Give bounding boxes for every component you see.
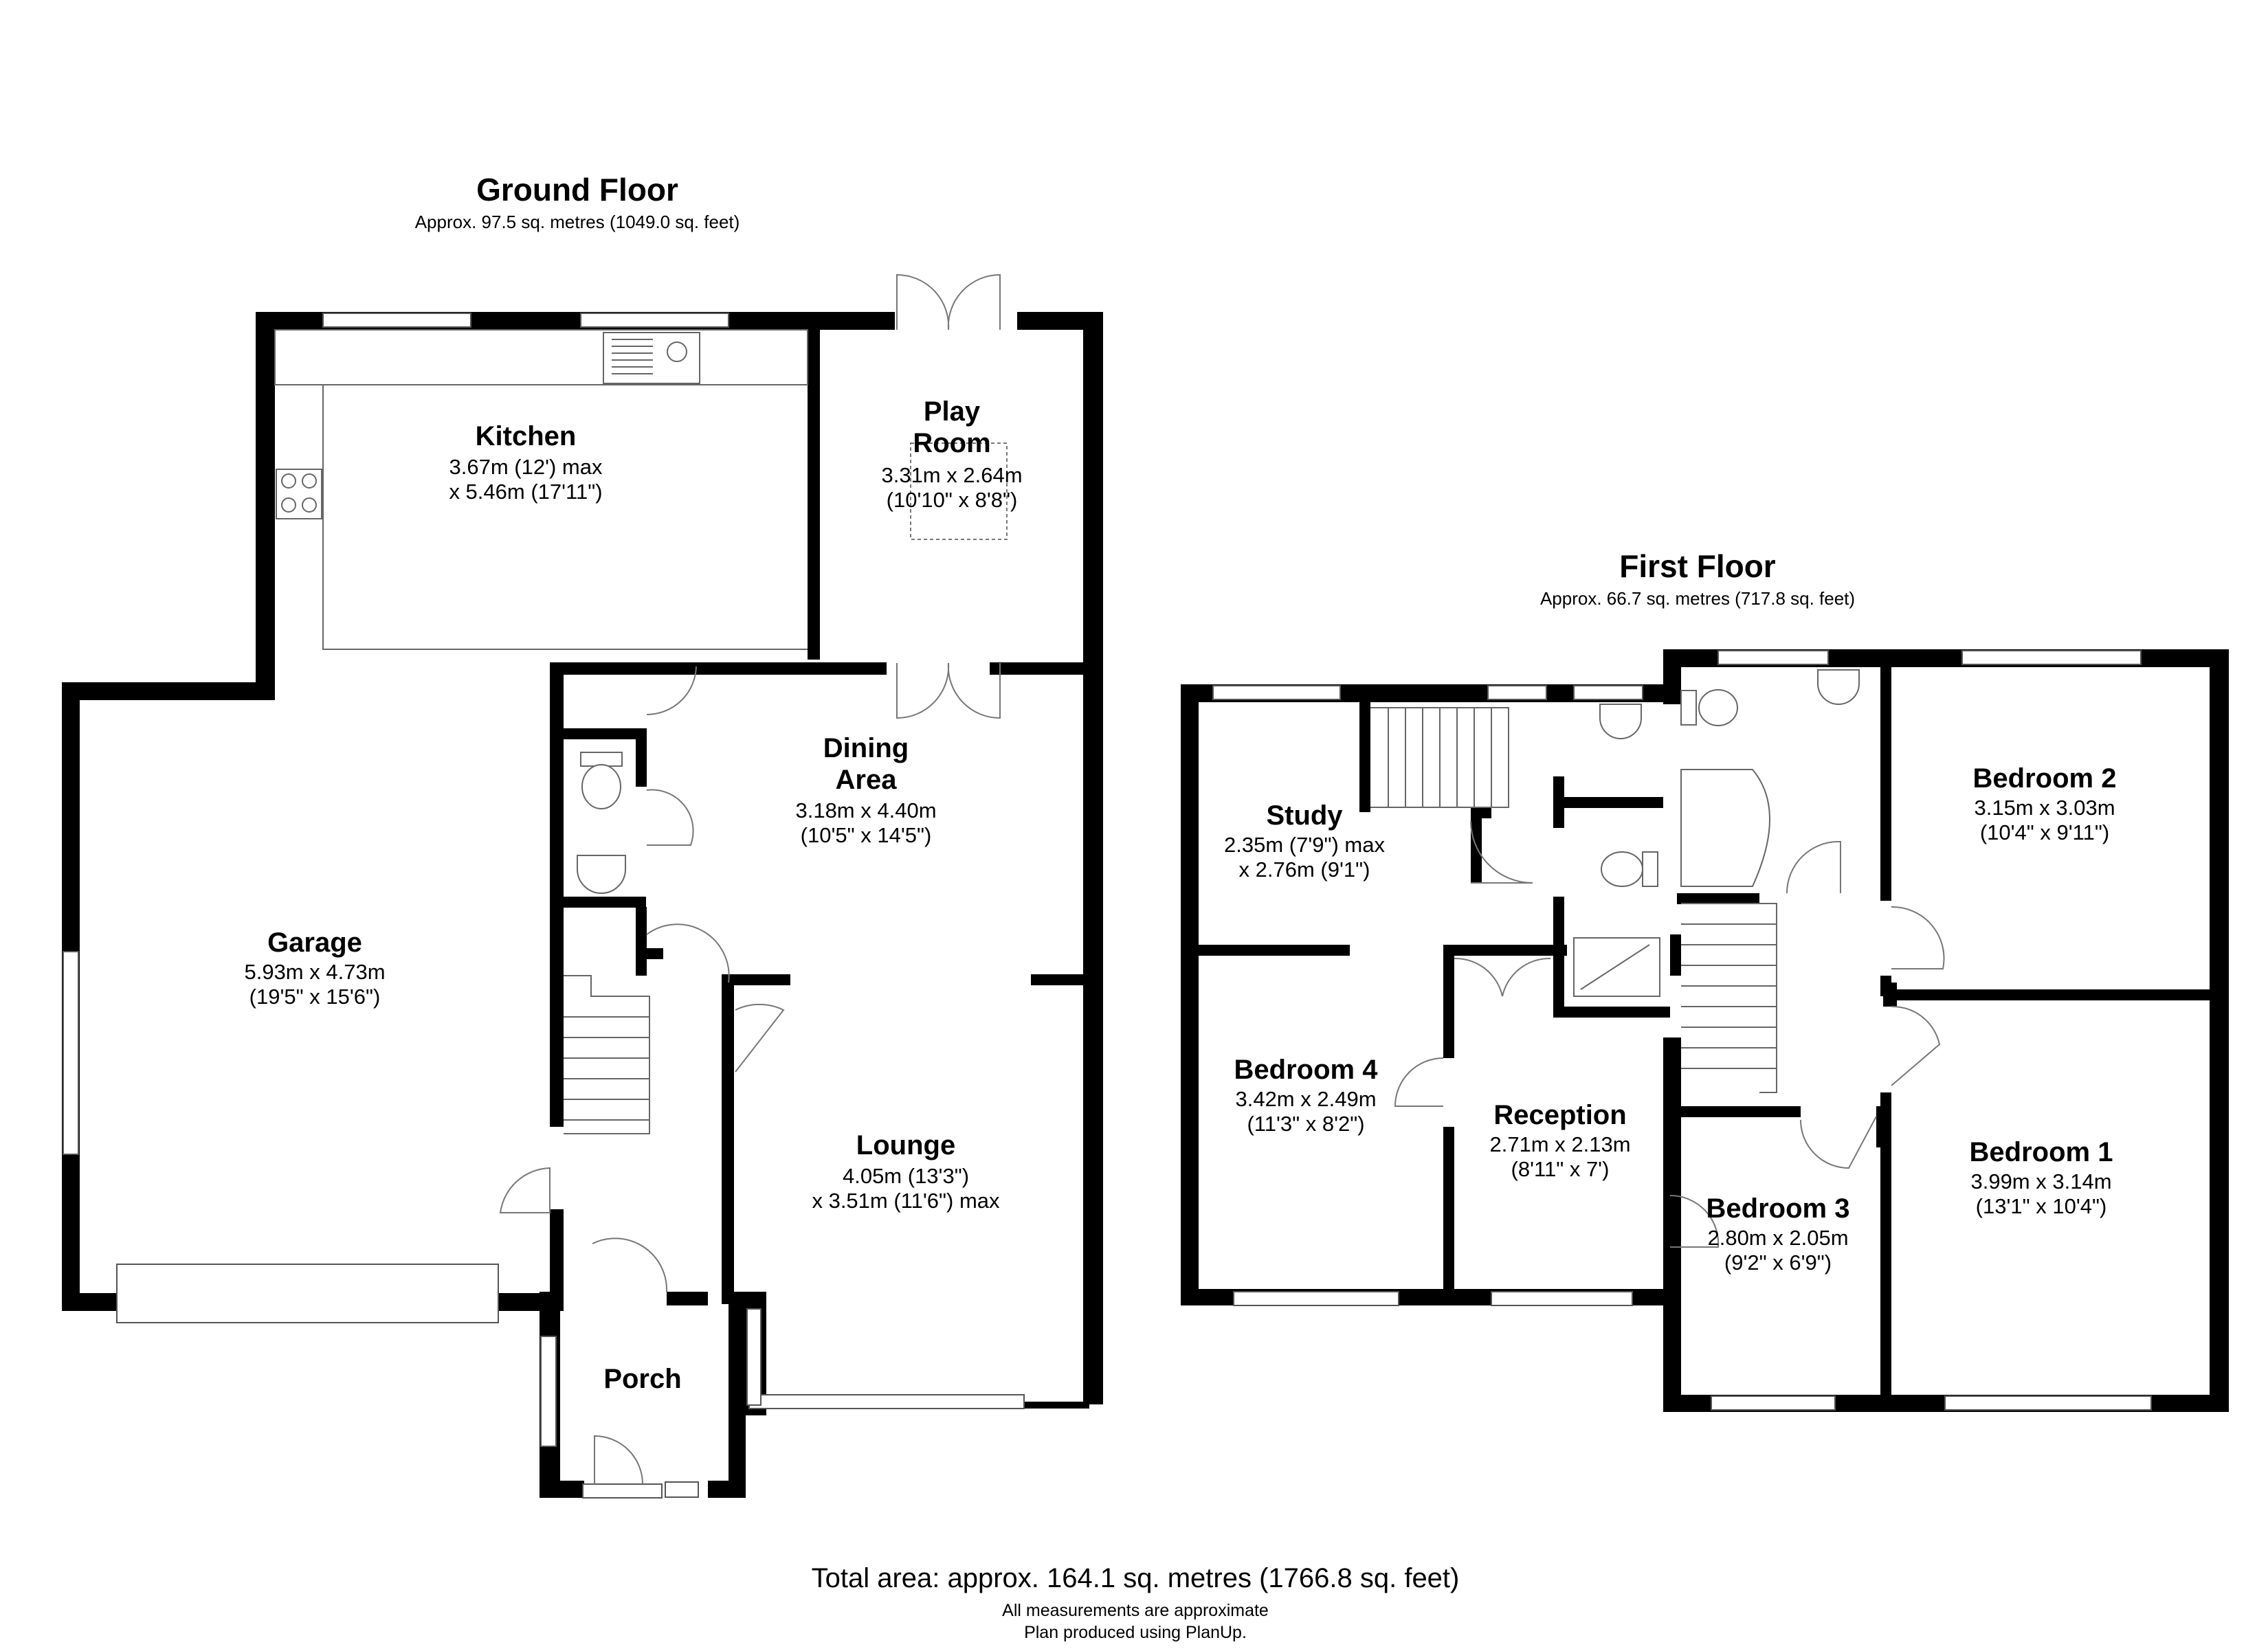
bedroom3-dim2: (9'2" x 6'9") [1724,1250,1832,1275]
gf-stairs [564,975,650,1134]
bedroom4-dim1: 3.42m x 2.49m [1235,1087,1376,1111]
lounge-dim2: x 3.51m (11'6") max [812,1189,1000,1213]
dining-area-name-1: Dining [823,733,909,763]
garage-side-window [63,951,79,1155]
ff-stairs-top [1370,707,1509,808]
study-name: Study [1266,800,1343,831]
reception-window [1491,1291,1633,1306]
garage-dim2: (19'5" x 15'6") [249,985,381,1009]
kitchen-name: Kitchen [476,421,577,451]
bedroom4-name: Bedroom 4 [1234,1055,1379,1085]
reception-dim2: (8'11" x 7') [1511,1157,1610,1181]
porch-name: Porch [603,1364,681,1394]
ground-floor-title: Ground Floor [476,172,678,207]
garage-door [116,1264,499,1323]
porch-side-window [540,1336,557,1447]
bedroom1-dim1: 3.99m x 3.14m [1970,1169,2111,1193]
first-floor-title: First Floor [1619,548,1776,584]
ground-floor-fixtures [274,273,1008,1485]
porch-front-door [582,1483,663,1499]
reception-dim1: 2.71m x 2.13m [1489,1132,1630,1156]
porch-small-window [665,1481,699,1498]
ff-wc [1601,851,1643,887]
lounge-dim1: 4.05m (13'3") [843,1164,969,1188]
bedroom4-window [1233,1291,1399,1306]
study-dim1: 2.35m (7'9") max [1224,833,1385,857]
reception-name: Reception [1493,1100,1626,1130]
bedroom1-window [1944,1395,2152,1411]
bedroom3-name: Bedroom 3 [1706,1193,1850,1224]
ff-basin [1599,704,1642,739]
ensuite-bath [1680,769,1770,887]
bedroom3-dim1: 2.80m x 2.05m [1707,1226,1848,1250]
first-floor-area: Approx. 66.7 sq. metres (717.8 sq. feet) [1540,588,1855,609]
ensuite-basin [1817,669,1860,705]
first-floor-fixtures [1370,669,1945,1248]
ground-floor-area: Approx. 97.5 sq. metres (1049.0 sq. feet… [415,212,740,232]
ff-stairs-right [1681,903,1777,1093]
bedroom2-name: Bedroom 2 [1973,763,2117,794]
garage-name: Garage [267,928,362,958]
footer-note-planup: Plan produced using PlanUp. [1024,1623,1247,1642]
ensuite-window [1717,650,1829,665]
lounge-side-window [746,1308,761,1406]
footer: Total area: approx. 164.1 sq. metres (17… [812,1563,1460,1642]
bedroom1-name: Bedroom 1 [1970,1137,2113,1167]
first-floor-labels: Study 2.35m (7'9") max x 2.76m (9'1") Be… [1224,763,2116,1275]
bedroom4-dim2: (11'3" x 8'2") [1247,1112,1364,1136]
total-area: Total area: approx. 164.1 sq. metres (17… [812,1563,1460,1593]
bedroom2-dim1: 3.15m x 3.03m [1974,796,2115,820]
kitchen-window-right [580,313,729,328]
ensuite-wc [1698,689,1738,726]
kitchen-dim2: x 5.46m (17'11") [449,480,602,504]
play-room-dim2: (10'10" x 8'8") [887,488,1018,512]
dining-area-dim1: 3.18m x 4.40m [795,798,936,822]
landing-window [1487,685,1547,700]
dining-area-name-2: Area [836,765,898,795]
bathroom-window [1573,685,1643,700]
ground-floor-labels: Kitchen 3.67m (12') max x 5.46m (17'11")… [244,396,1022,1394]
play-room-dashed-area [910,442,1008,540]
play-room-dim1: 3.31m x 2.64m [881,463,1022,487]
first-floor-walls [1181,649,2229,1412]
lounge-name: Lounge [856,1130,955,1160]
study-dim2: x 2.76m (9'1") [1239,857,1370,882]
footer-note-measurements: All measurements are approximate [1002,1601,1269,1620]
study-window [1212,685,1341,700]
kitchen-worktop [274,329,808,385]
gf-basin [577,855,626,894]
play-room-name-2: Room [913,428,990,458]
lounge-bay-window [748,1394,1025,1409]
ground-floor-windows [63,313,1025,1499]
garage-dim1: 5.93m x 4.73m [244,960,385,984]
first-floor: First Floor Approx. 66.7 sq. metres (717… [1181,548,2229,1412]
play-room-name-1: Play [924,396,981,427]
bedroom2-window [1961,650,2142,665]
dining-area-dim2: (10'5" x 14'5") [801,823,932,847]
kitchen-dim1: 3.67m (12') max [449,455,603,479]
bedroom1-dim2: (13'1" x 10'4") [1976,1194,2107,1218]
bedroom3-window [1711,1395,1836,1411]
kitchen-window-left [322,313,471,328]
bedroom2-dim2: (10'4" x 9'11") [1980,820,2109,844]
first-floor-windows [1212,650,2152,1411]
ground-floor: Ground Floor Approx. 97.5 sq. metres (10… [62,172,1103,1499]
